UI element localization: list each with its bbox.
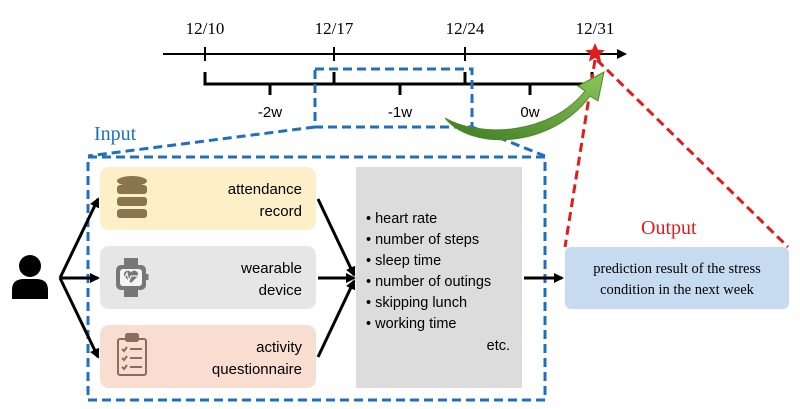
feature-item: • sleep time bbox=[366, 253, 441, 269]
date-label: 12/31 bbox=[576, 19, 615, 38]
feature-more: etc. bbox=[487, 338, 510, 354]
source-label: attendance bbox=[228, 181, 302, 198]
week-bracket bbox=[203, 72, 594, 86]
week-label: -1w bbox=[388, 104, 412, 121]
feature-item: • number of steps bbox=[366, 232, 479, 248]
output-text: condition in the next week bbox=[600, 282, 755, 298]
source-label: device bbox=[259, 282, 302, 299]
source-label: questionnaire bbox=[212, 361, 302, 378]
input-zoom-line-left bbox=[87, 125, 316, 158]
week-label: 0w bbox=[520, 104, 539, 121]
date-label: 12/17 bbox=[315, 19, 354, 38]
source-box-wearable bbox=[100, 246, 316, 309]
feature-item: • skipping lunch bbox=[366, 295, 467, 311]
week-label: -2w bbox=[258, 104, 282, 121]
feature-item: • heart rate bbox=[366, 211, 437, 227]
source-label: wearable bbox=[240, 260, 302, 277]
source-box-questionnaire bbox=[100, 325, 316, 388]
feature-box bbox=[356, 167, 522, 388]
arrows-person-to-sources bbox=[58, 197, 100, 359]
feature-item: • working time bbox=[366, 316, 457, 332]
output-zoom-line-right bbox=[595, 58, 790, 249]
feature-list: • heart rate • number of steps • sleep t… bbox=[366, 211, 510, 354]
clipboard-icon bbox=[117, 333, 147, 376]
date-label: 12/24 bbox=[446, 19, 485, 38]
person-icon bbox=[12, 255, 48, 299]
input-window-highlight bbox=[313, 67, 474, 129]
smartwatch-icon bbox=[116, 258, 149, 297]
star-icon bbox=[585, 43, 605, 62]
source-label: record bbox=[259, 203, 302, 220]
green-curved-arrow-icon bbox=[444, 71, 605, 141]
date-label: 12/10 bbox=[186, 19, 225, 38]
feature-item: • number of outings bbox=[366, 274, 491, 290]
timeline: 12/10 12/17 12/24 12/31 -2w -1w 0w bbox=[163, 19, 627, 121]
source-box-attendance bbox=[100, 167, 316, 230]
arrows-sources-to-features bbox=[316, 198, 356, 358]
source-label: activity bbox=[256, 339, 302, 356]
output-text: prediction result of the stress bbox=[593, 261, 761, 277]
output-box bbox=[565, 247, 789, 309]
output-title: Output bbox=[641, 217, 697, 239]
input-title: Input bbox=[94, 123, 137, 145]
database-icon bbox=[117, 176, 147, 218]
